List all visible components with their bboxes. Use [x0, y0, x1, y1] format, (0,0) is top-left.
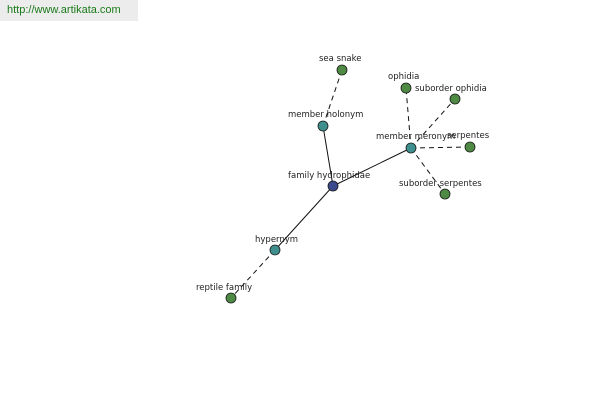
node-family-hydrophidae[interactable]: family hydrophidae	[288, 171, 370, 192]
node-label-member-holonym[interactable]: member holonym	[288, 110, 363, 120]
site-url-link[interactable]: http://www.artikata.com	[0, 0, 138, 21]
node-label-family-hydrophidae[interactable]: family hydrophidae	[288, 171, 370, 181]
node-label-suborder-serpentes[interactable]: suborder serpentes	[399, 179, 482, 189]
edge-member-holonym-to-sea-snake	[322, 69, 343, 127]
node-dot-family-hydrophidae[interactable]	[327, 180, 339, 192]
node-dot-sea-snake[interactable]	[336, 64, 348, 76]
node-label-reptile-family[interactable]: reptile family	[196, 283, 252, 293]
node-label-suborder-ophidia[interactable]: suborder ophidia	[415, 84, 487, 94]
node-hypernym[interactable]: hypernym	[255, 235, 298, 256]
node-label-ophidia[interactable]: ophidia	[388, 72, 419, 82]
node-dot-suborder-serpentes[interactable]	[439, 188, 451, 200]
edge-hypernym-to-reptile-family	[230, 249, 276, 299]
node-dot-member-meronym[interactable]	[405, 142, 417, 154]
node-member-meronym[interactable]: member meronym	[376, 132, 455, 154]
edge-member-meronym-to-suborder-ophidia	[410, 98, 456, 149]
node-label-sea-snake[interactable]: sea snake	[319, 54, 361, 64]
node-dot-serpentes[interactable]	[464, 141, 476, 153]
edges-layer	[230, 69, 471, 299]
node-suborder-serpentes[interactable]: suborder serpentes	[399, 179, 482, 200]
node-member-holonym[interactable]: member holonym	[288, 110, 363, 132]
nodes-layer: family hydrophidae member holonym member m…	[196, 54, 490, 304]
node-dot-member-holonym[interactable]	[317, 120, 329, 132]
node-label-hypernym[interactable]: hypernym	[255, 235, 298, 245]
edge-member-meronym-to-ophidia	[405, 87, 412, 149]
node-dot-suborder-ophidia[interactable]	[449, 93, 461, 105]
node-reptile-family[interactable]: reptile family	[196, 283, 252, 304]
node-suborder-ophidia[interactable]: suborder ophidia	[415, 84, 487, 105]
node-dot-ophidia[interactable]	[400, 82, 412, 94]
node-dot-hypernym[interactable]	[269, 244, 281, 256]
node-label-member-meronym[interactable]: member meronym	[376, 132, 455, 142]
node-dot-reptile-family[interactable]	[225, 292, 237, 304]
edge-family-hydrophidae-to-member-holonym	[322, 125, 334, 187]
node-label-serpentes[interactable]: serpentes	[447, 131, 490, 141]
edge-family-hydrophidae-to-member-meronym	[332, 147, 412, 187]
node-sea-snake[interactable]: sea snake	[319, 54, 361, 76]
node-ophidia[interactable]: ophidia	[388, 72, 419, 94]
edge-member-meronym-to-suborder-serpentes	[410, 147, 446, 195]
edge-family-hydrophidae-to-hypernym	[274, 185, 334, 251]
node-serpentes[interactable]: serpentes	[447, 131, 490, 153]
edge-member-meronym-to-serpentes	[410, 146, 471, 149]
